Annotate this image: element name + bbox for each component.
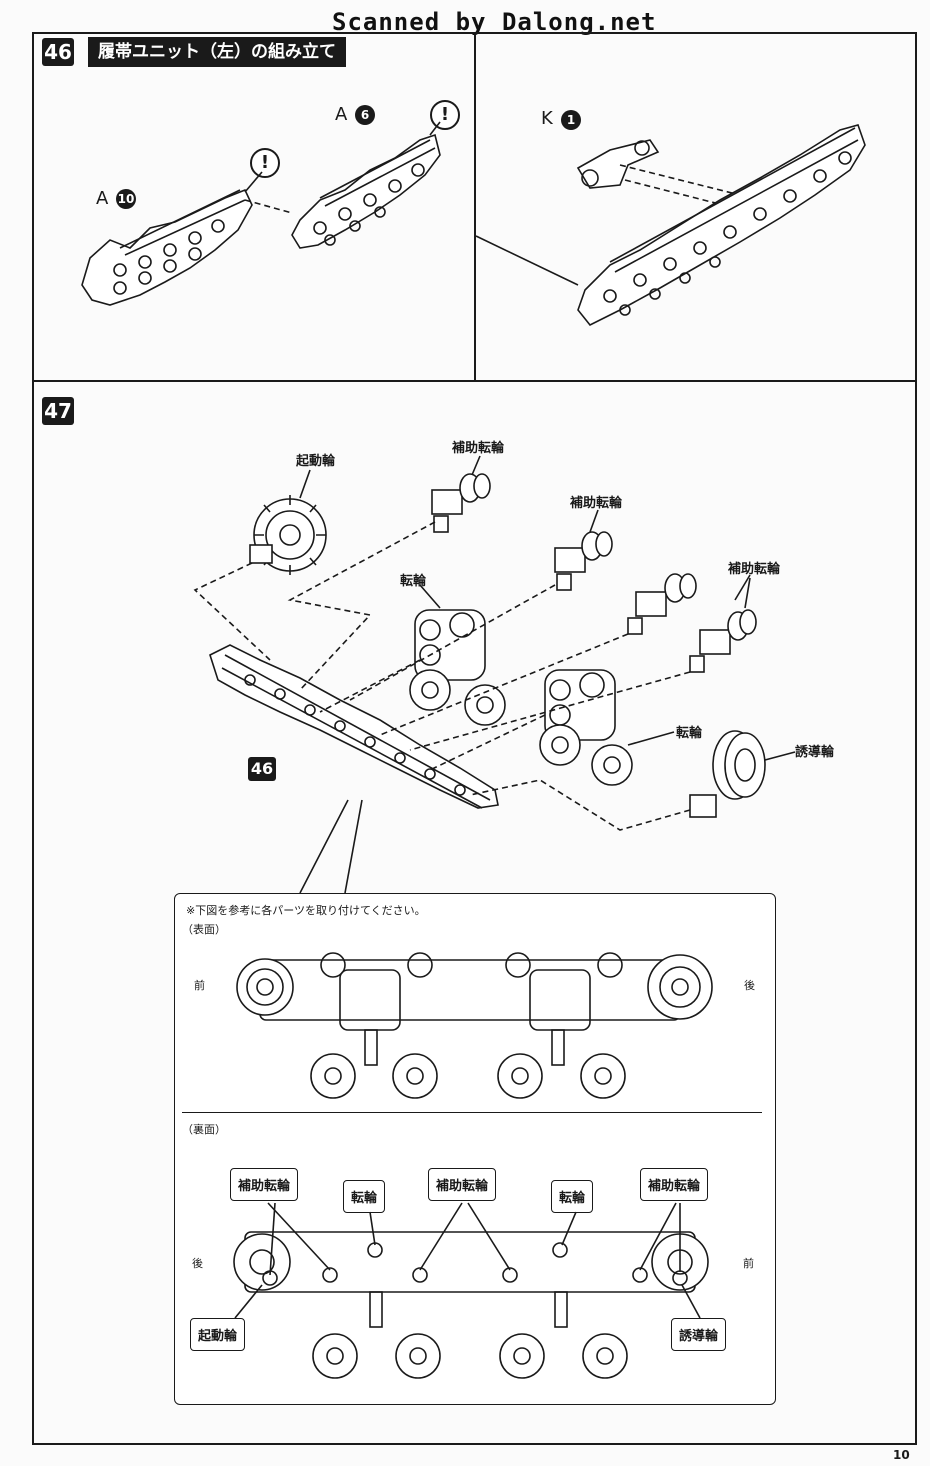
part-a10-letter: A: [96, 188, 109, 209]
track-segment-a6: [291, 133, 441, 249]
support-roller-part: [627, 573, 697, 635]
front-left-label: 前: [194, 979, 205, 992]
connector-k1: [576, 139, 660, 189]
label-support-roller: 補助転輪: [570, 496, 623, 511]
label-support-roller: 補助転輪: [728, 562, 781, 577]
front-view-label: （表面）: [182, 923, 226, 936]
part-a10-number: 10: [116, 189, 136, 209]
part-a6-letter: A: [335, 104, 348, 125]
track-back-view: [233, 1231, 709, 1379]
label-support-roller: 補助転輪: [452, 441, 505, 456]
ref-step-badge: 46: [248, 757, 276, 781]
callout-support-roller: 補助転輪: [230, 1168, 299, 1201]
callout-road-wheel: 転輪: [343, 1180, 386, 1213]
track-unit-46: [209, 644, 499, 809]
part-k1-number: 1: [561, 110, 581, 130]
front-right-label: 後: [744, 979, 755, 992]
support-roller-part: [554, 531, 613, 591]
back-left-label: 後: [192, 1257, 203, 1270]
watermark-text: Scanned by Dalong.net: [332, 8, 657, 36]
label-sprocket: 起動輪: [296, 454, 336, 469]
step46-number: 46: [42, 38, 74, 66]
step46-title: 履帯ユニット（左）の組み立て: [88, 37, 346, 67]
track-front-view: [236, 952, 713, 1099]
callout-idler: 誘導輪: [671, 1318, 727, 1351]
back-right-label: 前: [743, 1257, 754, 1270]
back-view-label: （裏面）: [182, 1123, 226, 1136]
support-roller-part: [689, 609, 757, 673]
road-wheel-part: [539, 669, 633, 786]
label-road-wheel: 転輪: [400, 574, 427, 589]
warning-icon: !: [250, 148, 280, 178]
track-segment-a10: [81, 188, 253, 306]
page-number: 10: [893, 1448, 910, 1462]
idler-part: [689, 730, 766, 818]
part-a6-number: 6: [355, 105, 375, 125]
inset-divider: [182, 1112, 762, 1113]
step46-divider: [474, 32, 476, 382]
label-road-wheel: 転輪: [676, 726, 703, 741]
part-k1-letter: K: [541, 108, 553, 129]
callout-support-roller: 補助転輪: [640, 1168, 709, 1201]
assembled-track-segment: [577, 124, 866, 327]
step47-number: 47: [42, 397, 74, 425]
inset-note: ※下図を参考に各パーツを取り付けてください。: [186, 904, 426, 917]
callout-sprocket: 起動輪: [190, 1318, 246, 1351]
support-roller-part: [431, 473, 491, 533]
callout-road-wheel: 転輪: [551, 1180, 594, 1213]
label-idler: 誘導輪: [795, 745, 835, 760]
callout-support-roller: 補助転輪: [428, 1168, 497, 1201]
road-wheel-part: [409, 609, 506, 726]
sprocket-part: [249, 495, 327, 575]
warning-icon: !: [430, 100, 460, 130]
